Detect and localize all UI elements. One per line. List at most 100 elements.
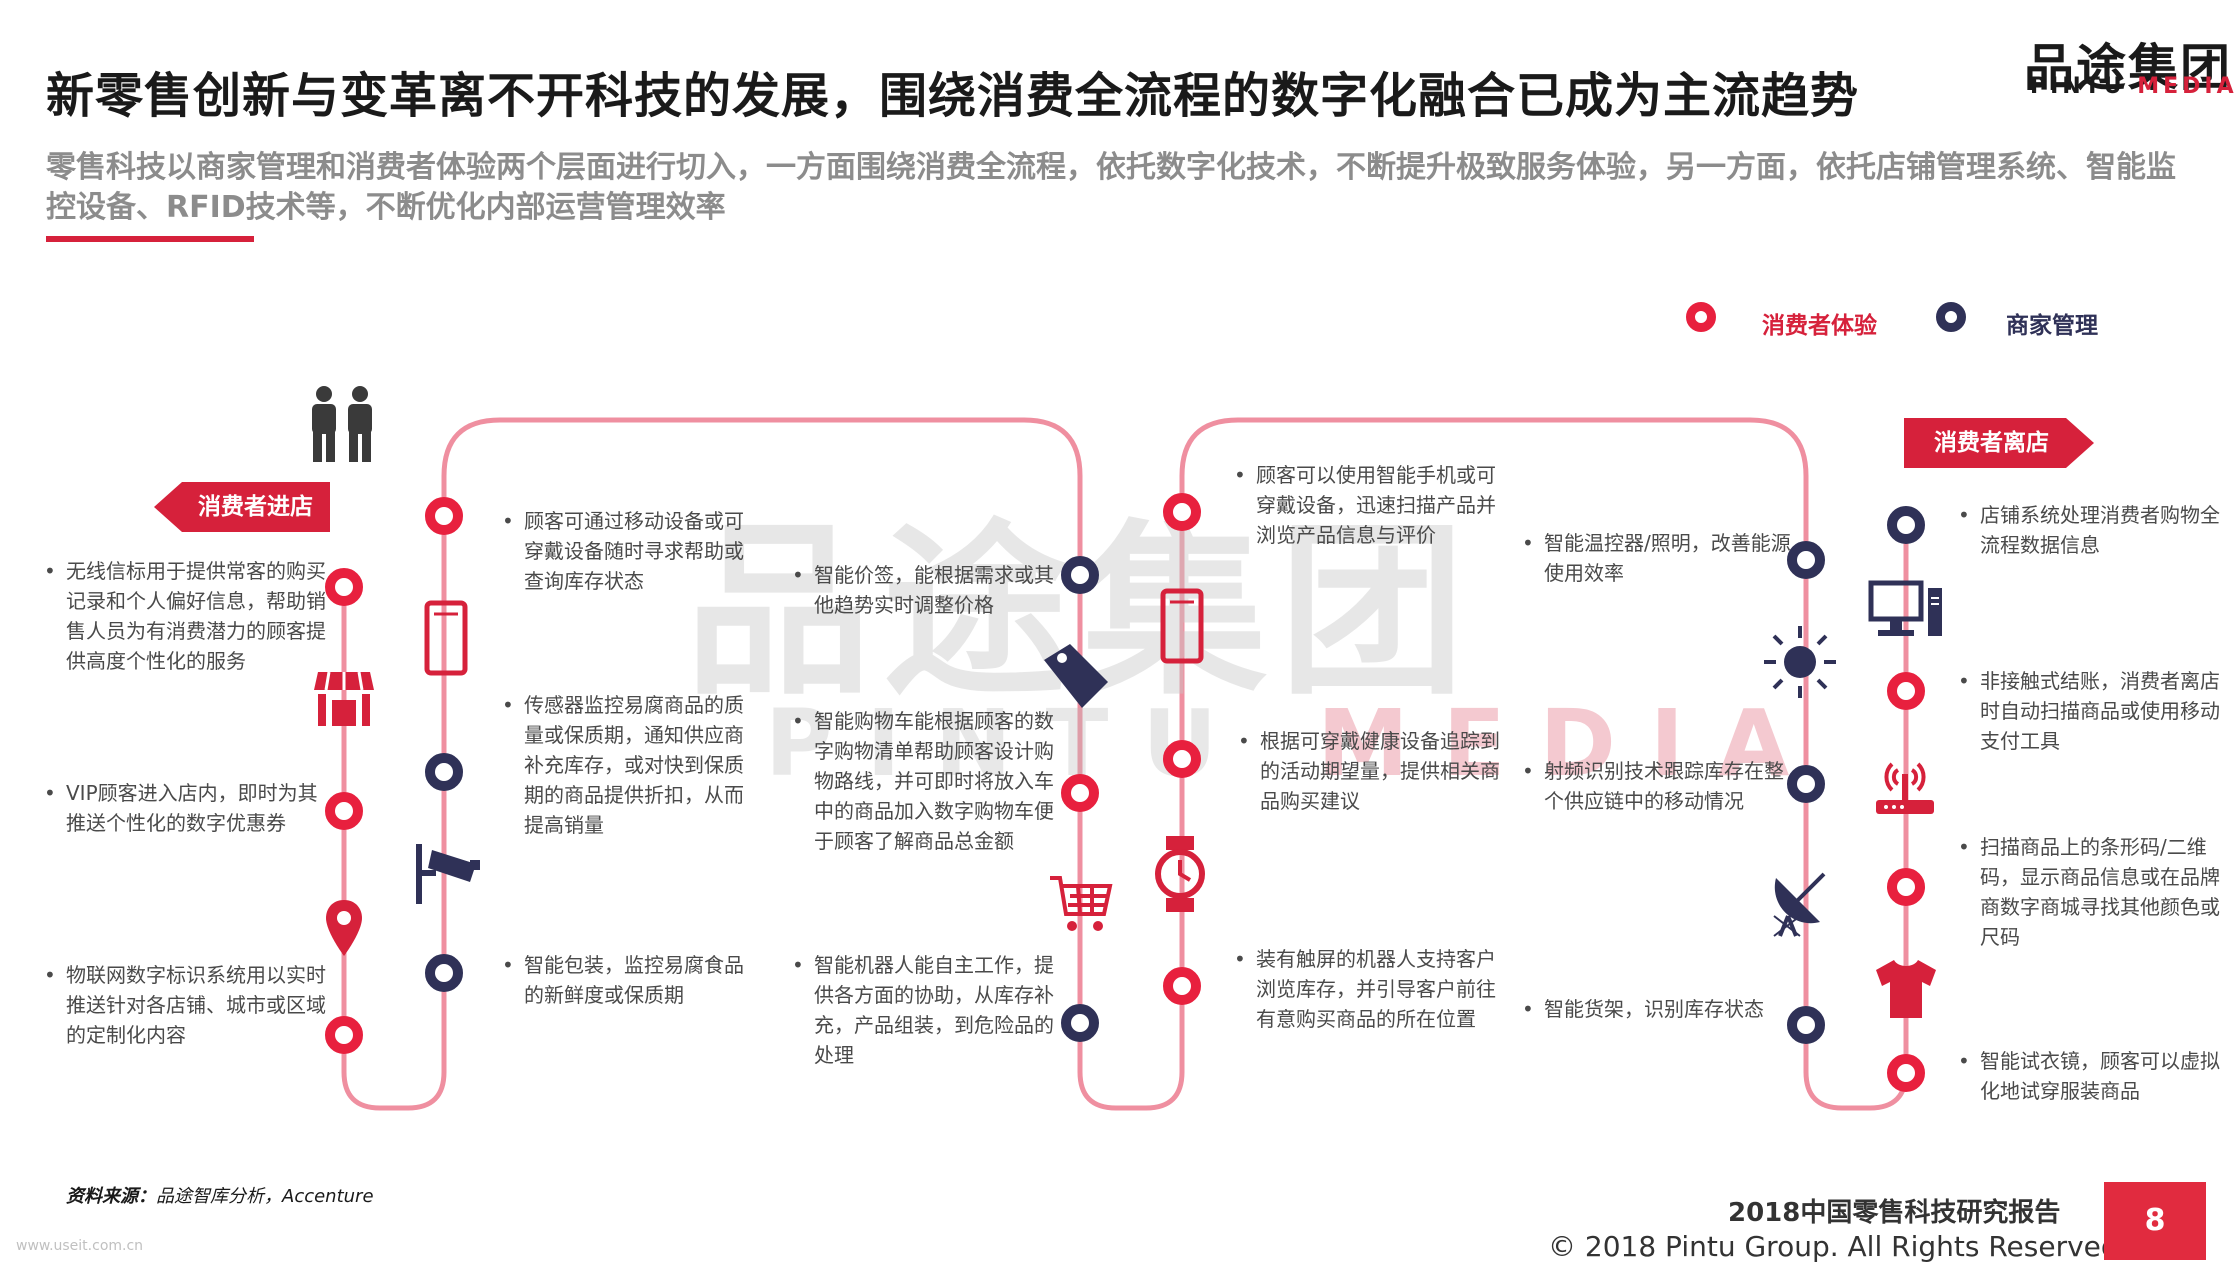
node-consumer	[1163, 967, 1201, 1005]
store-icon	[314, 671, 374, 726]
tag-consumer-enter: 消费者进店	[154, 482, 330, 532]
item-phone-scan: • 顾客可以使用智能手机或可穿戴设备，迅速扫描产品并浏览产品信息与评价	[1234, 460, 1496, 550]
bullet: •	[1958, 669, 1970, 693]
item-sensor-monitor: • 传感器监控易腐商品的质量或保质期，通知供应商补充库存，或对快到保质期的商品提供…	[502, 690, 756, 840]
item-mobile-help: • 顾客可通过移动设备或可穿戴设备随时寻求帮助或查询库存状态	[502, 506, 756, 596]
bullet: •	[1238, 729, 1250, 753]
node-merchant	[1061, 556, 1099, 594]
bullet: •	[44, 781, 56, 805]
item-text: 智能机器人能自主工作，提供各方面的协助，从库存补充，产品组装，到危险品的处理	[814, 953, 1054, 1067]
node-consumer	[1887, 672, 1925, 710]
item-text: 顾客可以使用智能手机或可穿戴设备，迅速扫描产品并浏览产品信息与评价	[1256, 463, 1496, 547]
bullet: •	[1522, 531, 1534, 555]
node-consumer	[325, 792, 363, 830]
bullet: •	[1958, 835, 1970, 859]
logo-en-part1: PINTU	[2030, 74, 2126, 99]
tshirt-icon	[1876, 960, 1936, 1018]
node-consumer	[1061, 774, 1099, 812]
item-text: 智能购物车能根据顾客的数字购物清单帮助顾客设计购物路线，并可即时将放入车中的商品…	[814, 709, 1054, 853]
rfid-router-icon	[1876, 762, 1934, 814]
item-text: 传感器监控易腐商品的质量或保质期，通知供应商补充库存，或对快到保质期的商品提供折…	[524, 693, 744, 837]
item-text: 扫描商品上的条形码/二维码，显示商品信息或在品牌商数字商城寻找其他颜色或尺码	[1980, 835, 2220, 949]
mobile-phone-icon	[1160, 588, 1204, 664]
legend-consumer-label: 消费者体验	[1762, 313, 1877, 339]
item-vip-coupon: • VIP顾客进入店内，即时为其推送个性化的数字优惠券	[44, 778, 334, 838]
watermark-en: PINTU MEDIA	[765, 690, 1823, 797]
item-contactless-checkout: • 非接触式结账，消费者离店时自动扫描商品或使用移动支付工具	[1958, 666, 2220, 756]
node-consumer	[425, 497, 463, 535]
bullet: •	[1958, 503, 1970, 527]
logo-en-part2: MEDIA	[2125, 74, 2238, 99]
bullet: •	[1958, 1049, 1970, 1073]
node-merchant	[1061, 1004, 1099, 1042]
site-watermark: www.useit.com.cn	[16, 1238, 144, 1254]
item-smart-shelf: • 智能货架，识别库存状态	[1522, 994, 1788, 1024]
item-smart-price-tag: • 智能价签，能根据需求或其他趋势实时调整价格	[792, 560, 1054, 620]
node-consumer	[1163, 493, 1201, 531]
bullet: •	[502, 953, 514, 977]
node-merchant	[1787, 541, 1825, 579]
bullet: •	[1522, 759, 1534, 783]
bullet: •	[1522, 997, 1534, 1021]
item-smart-thermostat: • 智能温控器/照明，改善能源使用效率	[1522, 528, 1796, 588]
item-smart-packaging: •智能包装，监控易腐食品的新鲜度或保质期	[502, 950, 756, 1010]
source-text: 品途智库分析，Accenture	[156, 1186, 374, 1207]
item-iot-signage: •物联网数字标识系统用以实时推送针对各店铺、城市或区域的定制化内容	[44, 960, 334, 1050]
report-title: 2018中国零售科技研究报告	[1728, 1198, 2061, 1228]
computer-terminal-icon	[1868, 580, 1942, 636]
node-merchant	[1787, 765, 1825, 803]
node-consumer	[325, 568, 363, 606]
item-text: 店铺系统处理消费者购物全流程数据信息	[1980, 503, 2220, 557]
smartwatch-icon	[1155, 836, 1205, 912]
node-merchant	[425, 753, 463, 791]
mobile-phone-icon	[424, 600, 468, 676]
node-consumer	[1887, 868, 1925, 906]
item-smart-robot: • 智能机器人能自主工作，提供各方面的协助，从库存补充，产品组装，到危险品的处理	[792, 950, 1072, 1070]
source-note: 资料来源：品途智库分析，Accenture	[66, 1182, 374, 1208]
item-text: 智能温控器/照明，改善能源使用效率	[1544, 531, 1791, 585]
item-touchscreen-robot: •装有触屏的机器人支持客户浏览库存，并引导客户前往有意购买商品的所在位置	[1234, 944, 1496, 1034]
legend-merchant-label: 商家管理	[2006, 313, 2098, 339]
item-store-system: • 店铺系统处理消费者购物全流程数据信息	[1958, 500, 2220, 560]
copyright: © 2018 Pintu Group. All Rights Reserved.	[1548, 1230, 2128, 1263]
node-consumer	[1887, 1054, 1925, 1092]
item-text: 智能货架，识别库存状态	[1544, 997, 1764, 1021]
item-text: 智能价签，能根据需求或其他趋势实时调整价格	[814, 563, 1054, 617]
node-merchant	[425, 954, 463, 992]
bullet: •	[792, 563, 804, 587]
item-smart-cart: • 智能购物车能根据顾客的数字购物清单帮助顾客设计购物路线，并可即时将放入车中的商…	[792, 706, 1054, 856]
bullet: •	[44, 559, 56, 583]
sun-light-icon	[1764, 626, 1836, 698]
bullet: •	[502, 693, 514, 717]
page-number: 8	[2104, 1182, 2206, 1260]
item-barcode-scan: • 扫描商品上的条形码/二维码，显示商品信息或在品牌商数字商城寻找其他颜色或尺码	[1958, 832, 2220, 952]
legend-consumer-dot	[1686, 302, 1716, 332]
location-pin-icon	[326, 900, 362, 956]
price-tag-icon	[1044, 644, 1108, 708]
item-text: 顾客可通过移动设备或可穿戴设备随时寻求帮助或查询库存状态	[524, 509, 744, 593]
bullet: •	[44, 963, 56, 987]
item-rfid-tracking: • 射频识别技术跟踪库存在整个供应链中的移动情况	[1522, 756, 1788, 816]
item-text: VIP顾客进入店内，即时为其推送个性化的数字优惠券	[66, 781, 318, 835]
bullet: •	[502, 509, 514, 533]
item-smart-mirror: • 智能试衣镜，顾客可以虚拟化地试穿服装商品	[1958, 1046, 2220, 1106]
bullet: •	[792, 953, 804, 977]
node-merchant	[1887, 506, 1925, 544]
watermark-en-part1: PINTU	[765, 690, 1318, 797]
item-text: 射频识别技术跟踪库存在整个供应链中的移动情况	[1544, 759, 1784, 813]
item-text: 无线信标用于提供常客的购买记录和个人偏好信息，帮助销售人员为有消费潜力的顾客提供…	[66, 559, 326, 673]
watermark-en-part2: MEDIA	[1317, 690, 1824, 797]
satellite-dish-icon	[1773, 872, 1826, 937]
item-text: 智能试衣镜，顾客可以虚拟化地试穿服装商品	[1980, 1049, 2220, 1103]
item-wearable-health: •根据可穿戴健康设备追踪到的活动期望量，提供相关商品购买建议	[1238, 726, 1508, 816]
source-label: 资料来源：	[66, 1186, 156, 1207]
item-text: 非接触式结账，消费者离店时自动扫描商品或使用移动支付工具	[1980, 669, 2220, 753]
page-title: 新零售创新与变革离不开科技的发展，围绕消费全流程的数字化融合已成为主流趋势	[46, 68, 1860, 124]
bullet: •	[1234, 463, 1246, 487]
page-subtitle: 零售科技以商家管理和消费者体验两个层面进行切入，一方面围绕消费全流程，依托数字化…	[46, 150, 2176, 225]
title-underline	[46, 236, 254, 242]
bullet: •	[792, 709, 804, 733]
item-text: 装有触屏的机器人支持客户浏览库存，并引导客户前往有意购买商品的所在位置	[1256, 947, 1496, 1031]
customers-icon	[312, 386, 372, 462]
security-camera-icon	[416, 844, 480, 904]
